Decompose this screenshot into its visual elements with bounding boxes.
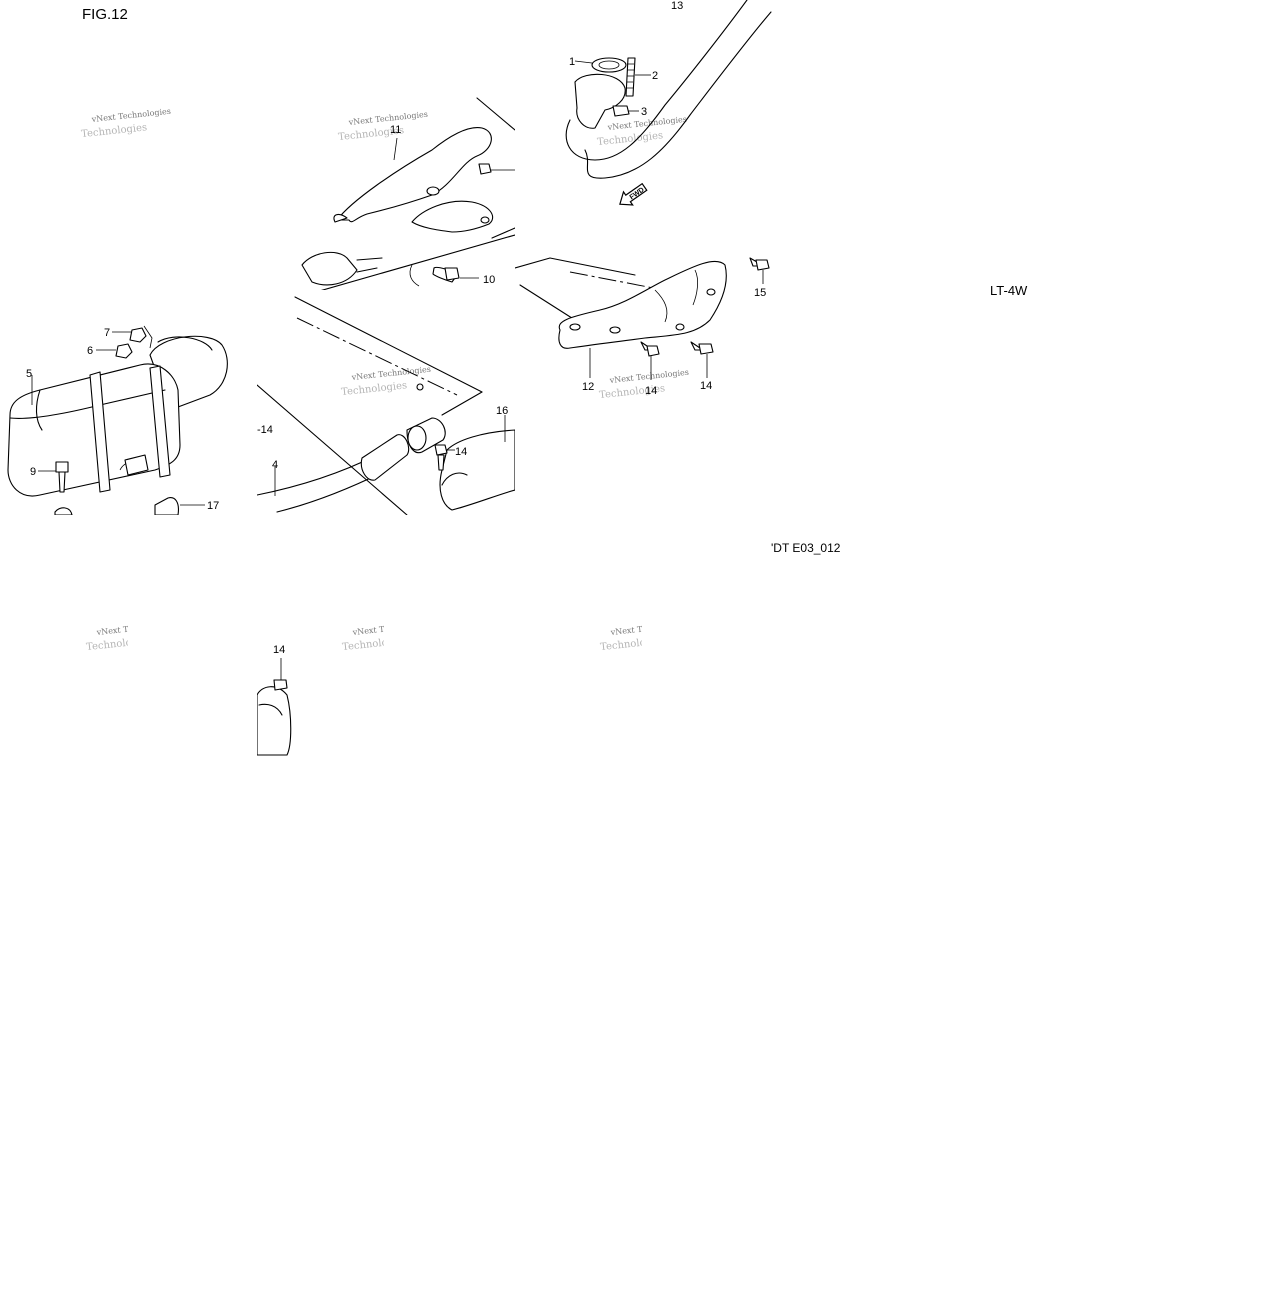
watermark-text: vNext Technologies [608, 368, 689, 385]
exhaust-pipe-inner [584, 11, 772, 179]
tile-muffler [7, 325, 228, 515]
watermark-text: vNext Technologies [609, 620, 690, 637]
tile-bracket [301, 97, 515, 290]
bolt [749, 257, 770, 271]
model-label: LT-4W [990, 283, 1028, 298]
callout-16: 16 [496, 405, 508, 417]
fwd-label: FWD [629, 187, 646, 202]
watermark-text: vNext Technologies [95, 620, 176, 637]
bolt [478, 163, 492, 175]
watermark-text: Technologies [86, 635, 153, 653]
tile-connector-pipe [257, 296, 515, 515]
bolt [55, 461, 69, 473]
callout-4: 4 [272, 459, 278, 471]
watermark-clip: vNext Technologies Technologies [600, 620, 690, 653]
callout-5: 5 [26, 368, 32, 380]
callout-3: 3 [641, 106, 647, 118]
connector-pipe [360, 434, 410, 481]
watermark-text: vNext Technologies [351, 620, 432, 637]
nut [115, 343, 133, 359]
watermark-text: Technologies [341, 380, 408, 398]
callout-1: 1 [569, 56, 575, 68]
nut [612, 105, 630, 117]
callout-7: 7 [104, 327, 110, 339]
watermark-stamp: vNext Technologies Technologies [341, 365, 432, 398]
callout-14: 14 [273, 644, 285, 656]
muffler-band [149, 365, 171, 478]
callout-14: -14 [257, 424, 273, 436]
exhaust-flange [574, 73, 626, 129]
bolt [640, 341, 660, 357]
bracket-upper [336, 127, 492, 223]
watermark-stamp: vNext Technologies Technologies [338, 110, 429, 143]
nut [129, 327, 147, 343]
watermark-text: Technologies [81, 122, 148, 140]
callout-10: 10 [483, 274, 495, 286]
watermark-stamp: vNext Technologies Technologies [597, 115, 688, 148]
callout-2: 2 [652, 70, 658, 82]
tile-heat-shield [515, 257, 770, 380]
callout-12: 12 [582, 381, 594, 393]
callout-14: 14 [645, 385, 657, 397]
bolt [273, 679, 288, 691]
watermark-text: vNext Technologies [350, 365, 431, 382]
bolt [434, 444, 448, 456]
clamp-housing [439, 429, 515, 511]
callout-14: 14 [700, 380, 712, 392]
callout-13: 13 [671, 0, 683, 12]
muffler-band [89, 371, 111, 493]
callout-11: 11 [390, 124, 401, 136]
bracket-lower [411, 200, 494, 233]
cover-plate [257, 686, 292, 756]
callout-14: 14 [455, 446, 467, 458]
tile-cover [257, 658, 292, 756]
callout-15: 15 [754, 287, 766, 299]
pipe-clamp [301, 251, 358, 286]
watermark-text: vNext Technologies [90, 107, 171, 124]
fwd-arrow-icon: FWD [619, 182, 648, 206]
watermark-clip: vNext Technologies Technologies [86, 620, 176, 653]
figure-title: FIG.12 [82, 6, 128, 23]
stud [625, 57, 636, 97]
watermark-stamp: vNext Technologies Technologies [81, 107, 172, 140]
bracket [154, 497, 179, 515]
watermark-clip: vNext Technologies Technologies [342, 620, 432, 653]
callout-9: 9 [30, 466, 36, 478]
gasket [591, 57, 627, 73]
watermark-text: Technologies [600, 635, 667, 653]
bolt [690, 341, 714, 355]
watermark-text: vNext Technologies [347, 110, 428, 127]
watermark-text: Technologies [342, 635, 409, 653]
callout-6: 6 [87, 345, 93, 357]
drawing-code: 'DT E03_012 [771, 541, 841, 555]
tile-exhaust-pipe: FWD [565, 0, 772, 206]
exhaust-pipe-outer [565, 0, 748, 161]
callout-17: 17 [207, 500, 219, 512]
